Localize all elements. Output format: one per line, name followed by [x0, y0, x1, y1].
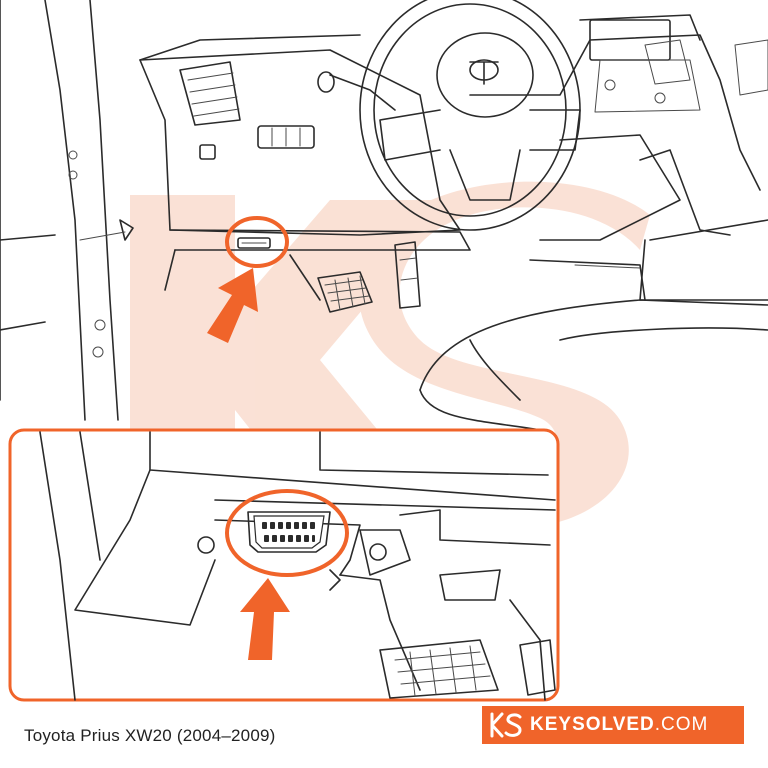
vehicle-caption: Toyota Prius XW20 (2004–2009): [24, 726, 276, 745]
arrow-up-right-icon: [207, 268, 258, 343]
seat: [419, 259, 768, 431]
brand-text: KEYSOLVED.COM: [530, 714, 708, 736]
brand-domain: .COM: [654, 714, 709, 735]
steering-wheel: [317, 0, 581, 231]
brand-badge: KEYSOLVED.COM: [482, 706, 744, 744]
brand-name: KEYSOLVED: [530, 714, 655, 735]
arrow-up-icon: [240, 578, 290, 660]
detail-inset: [8, 428, 560, 702]
ks-logo-icon: [482, 706, 530, 744]
highlight-circle-inset: [225, 489, 349, 577]
obd2-connector-detail: [247, 511, 331, 553]
pedals: [289, 241, 421, 313]
door-frame: [0, 0, 134, 421]
highlight-circle-upper: [225, 216, 289, 268]
obd2-port-icon: [237, 237, 271, 249]
